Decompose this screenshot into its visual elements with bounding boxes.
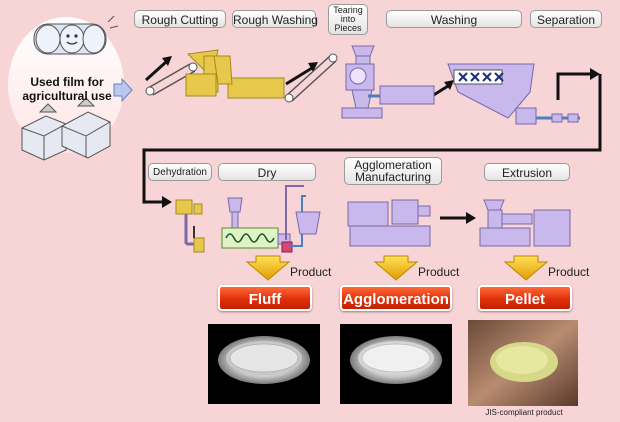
arrow-3-icon xyxy=(431,84,449,98)
washing-tank-icon xyxy=(447,63,580,125)
input-label-line1: Used film for xyxy=(30,75,104,89)
product-word-agglomeration: Product xyxy=(418,265,460,279)
agglomeration-photo xyxy=(340,324,452,404)
product-word-pellet: Product xyxy=(548,265,590,279)
stage-separation: Separation xyxy=(530,10,602,28)
stage-rough-cutting: Rough Cutting xyxy=(134,10,226,28)
input-arrow-icon xyxy=(113,77,133,103)
product-agglomeration: Agglomeration xyxy=(340,285,452,311)
stage-tearing-line1: Tearing xyxy=(333,5,363,15)
rough-cutting-machine-icon xyxy=(185,49,285,99)
extruder-icon xyxy=(479,199,571,247)
film-bales-icon xyxy=(21,97,111,161)
dehydrator-icon xyxy=(175,199,205,253)
input-label: Used film for agricultural use xyxy=(18,75,116,103)
stage-washing: Washing xyxy=(386,10,522,28)
down-arrow-pellet-icon xyxy=(503,255,549,281)
stage-agglomeration-manufacturing: Agglomeration Manufacturing xyxy=(344,157,442,185)
stage-rough-washing: Rough Washing xyxy=(232,10,318,28)
dryer-icon xyxy=(221,185,321,253)
arrow-2-icon xyxy=(285,66,313,86)
film-roll-top-icon xyxy=(33,15,119,55)
product-pellet: Pellet xyxy=(478,285,572,311)
input-label-line2: agricultural use xyxy=(22,89,112,103)
arrow-1-icon xyxy=(144,60,168,82)
stage-extrusion: Extrusion xyxy=(484,163,570,181)
pellet-caption: JIS-compliant product xyxy=(485,408,563,417)
stage-tearing-into-pieces: Tearing into Pieces xyxy=(328,4,368,35)
product-fluff: Fluff xyxy=(218,285,312,311)
down-arrow-agglomeration-icon xyxy=(373,255,419,281)
conveyor-2-icon xyxy=(284,53,338,103)
return-connector-icon xyxy=(142,68,602,208)
pellet-photo xyxy=(468,320,578,406)
tearing-machine-icon xyxy=(341,45,435,119)
stage-tearing-line3: Pieces xyxy=(334,23,362,33)
agglomerator-icon xyxy=(347,199,431,247)
product-word-fluff: Product xyxy=(290,265,332,279)
stage-dehydration: Dehydration xyxy=(148,163,212,181)
stage-dry: Dry xyxy=(218,163,316,181)
fluff-photo xyxy=(208,324,320,404)
stage-agglomeration-line1: Agglomeration xyxy=(354,158,432,172)
stage-tearing-line2: into xyxy=(340,14,356,24)
stage-agglomeration-line2: Manufacturing xyxy=(354,170,432,184)
input-film-illustration xyxy=(8,15,133,161)
down-arrow-fluff-icon xyxy=(245,255,291,281)
